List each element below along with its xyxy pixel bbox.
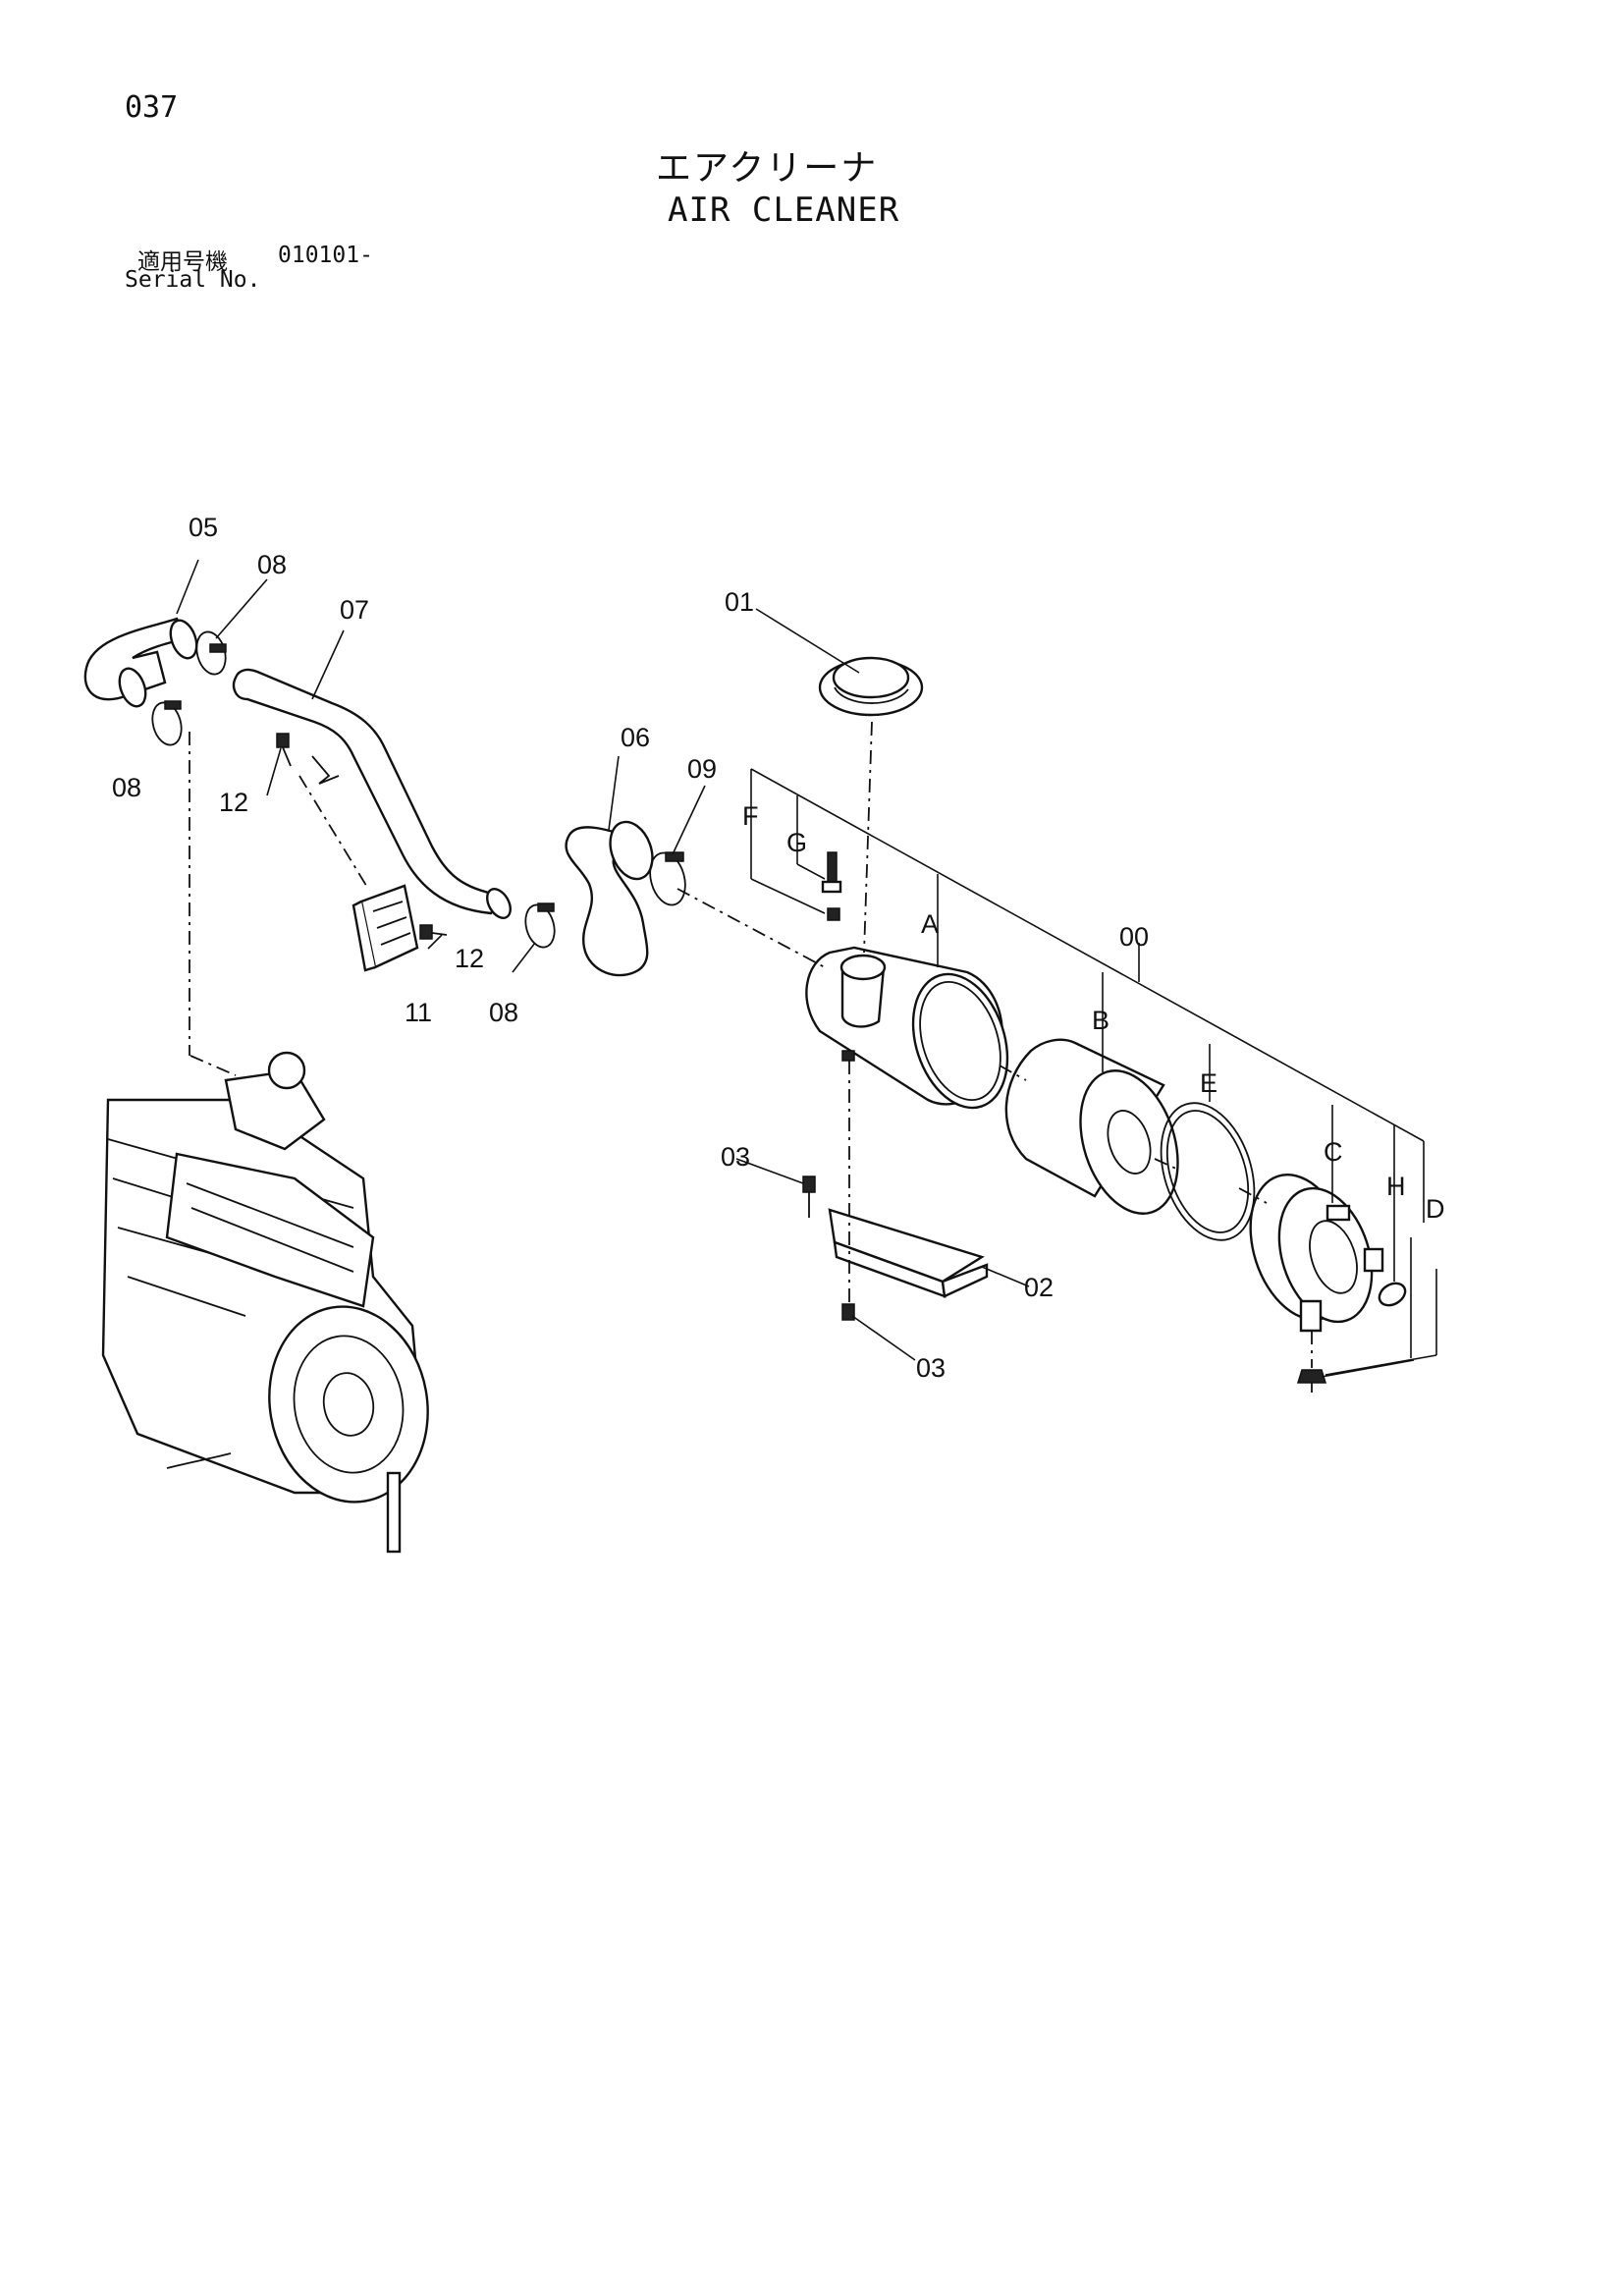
callout-G: G xyxy=(786,828,807,857)
part-03-bolt-lower[interactable] xyxy=(841,1303,855,1321)
callout-09: 09 xyxy=(687,754,717,784)
callout-01: 01 xyxy=(725,587,754,617)
part-01-rain-cap[interactable] xyxy=(818,656,924,717)
callout-D: D xyxy=(1426,1194,1445,1224)
part-06-s-bend-hose[interactable] xyxy=(565,816,661,977)
part-G-screw[interactable] xyxy=(821,851,842,894)
callout-08: 08 xyxy=(489,998,518,1027)
callout-F: F xyxy=(742,801,759,831)
callout-12: 12 xyxy=(455,944,484,973)
callout-02: 02 xyxy=(1024,1273,1054,1302)
part-B-filter-element[interactable] xyxy=(1004,1038,1195,1227)
part-12-bolt-lower[interactable] xyxy=(419,924,448,940)
callout-08: 08 xyxy=(112,773,141,802)
part-08-hose-clamp-upper[interactable] xyxy=(192,629,230,678)
callout-11: 11 xyxy=(405,998,432,1027)
page-title-japanese: エアクリーナ xyxy=(656,148,879,189)
callout-labels: 05 08 07 08 12 12 11 08 06 09 01 F G A 0… xyxy=(112,513,1445,1383)
part-05-elbow-hose[interactable] xyxy=(83,617,201,710)
callout-07: 07 xyxy=(340,595,369,625)
callout-C: C xyxy=(1324,1137,1343,1167)
part-09-hose-clamp[interactable] xyxy=(645,849,691,909)
part-H-seal[interactable] xyxy=(1376,1279,1409,1309)
callout-00: 00 xyxy=(1119,922,1149,952)
callout-06: 06 xyxy=(621,723,650,752)
page-number: 037 xyxy=(125,90,179,125)
part-12-bolt-upper[interactable] xyxy=(276,733,292,767)
part-C-cover[interactable] xyxy=(1233,1162,1388,1334)
part-02-mounting-bracket[interactable] xyxy=(828,1208,989,1298)
page-title: AIR CLEANER xyxy=(668,191,900,230)
callout-H: H xyxy=(1386,1172,1406,1201)
leader-lines xyxy=(176,559,1437,1378)
callout-03: 03 xyxy=(916,1353,946,1383)
engine-assembly xyxy=(101,1051,429,1554)
part-E-o-ring[interactable] xyxy=(1145,1091,1271,1252)
part-F-nut[interactable] xyxy=(827,907,840,921)
serial-number-value: 010101- xyxy=(278,243,373,268)
part-11-bracket[interactable] xyxy=(352,884,419,972)
part-07-intake-pipe[interactable] xyxy=(232,668,515,922)
callout-E: E xyxy=(1200,1068,1217,1098)
callout-08: 08 xyxy=(257,550,287,579)
part-D-evacuator-valve[interactable] xyxy=(1296,1369,1327,1393)
callout-A: A xyxy=(921,909,939,939)
callout-03: 03 xyxy=(721,1142,750,1172)
part-A-cleaner-body[interactable] xyxy=(805,946,1023,1120)
part-03-bolt-upper[interactable] xyxy=(802,1175,816,1218)
part-08-hose-clamp-middle[interactable] xyxy=(521,902,559,951)
callout-05: 05 xyxy=(189,513,218,542)
serial-label-japanese: 適用号機 xyxy=(137,249,228,275)
callout-12: 12 xyxy=(219,788,248,817)
part-08-hose-clamp-lower[interactable] xyxy=(148,699,186,748)
callout-B: B xyxy=(1092,1006,1109,1035)
serial-label: Serial No. xyxy=(125,267,261,293)
